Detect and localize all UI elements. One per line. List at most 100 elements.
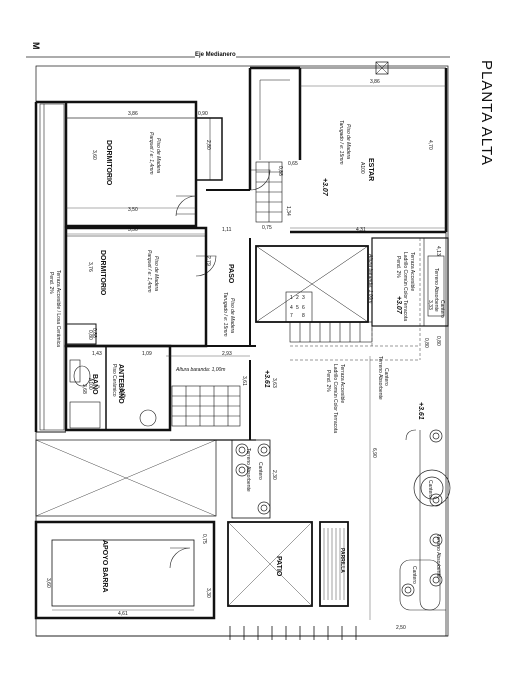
stair-number: 3 <box>302 295 305 301</box>
room-bano-code: A100 <box>87 378 93 390</box>
stair-treads-mid <box>289 321 373 343</box>
dim-label: 4,13 <box>435 246 441 256</box>
dim-label: 2,80 <box>205 140 211 150</box>
room-dormitorio-1-name: DORMITORIO <box>105 140 112 186</box>
dim-label: 3,86 <box>128 111 138 117</box>
baranda-label-1: Altura baranda: 1,00m <box>176 367 226 373</box>
stair-number: 2 <box>296 295 299 301</box>
dim-label: 1,43 <box>92 351 102 357</box>
stair-number: 4 <box>290 305 293 311</box>
dim-label: 2,93 <box>222 351 232 357</box>
dim-label: 2,50 <box>396 625 406 631</box>
room-estar-finish-1: Piso de Madera <box>345 124 351 160</box>
cantero-plants <box>235 429 451 597</box>
dim-label: 3,30 <box>205 588 211 598</box>
stair-number: 8 <box>302 313 305 319</box>
terrace-2-line-1: Terraza Accesible <box>409 252 415 292</box>
apoyo-barra-label: APOYO BARRA <box>101 540 108 593</box>
stair-upper <box>255 161 283 223</box>
stair-number: 5 <box>296 305 299 311</box>
hall-paso <box>205 68 252 346</box>
room-estar-level: +3.07 <box>321 178 328 196</box>
room-paso-name: PASO <box>227 264 234 284</box>
cantero-beds <box>399 429 446 611</box>
room-dormitorio-1-area: 3,60 <box>91 150 97 160</box>
stair-number: 7 <box>290 313 293 319</box>
dim-label: 0,80 <box>435 336 441 346</box>
cantero-label-1: Cantero <box>257 462 263 480</box>
dim-label: 0,75 <box>262 225 272 231</box>
terrace-3-line-1: Terraza Accesible <box>339 364 345 404</box>
terrace-1-line-1: Terraza Accesible / Losa Cerámica <box>55 270 61 347</box>
dim-label: 4,31 <box>356 227 366 233</box>
room-dormitorio-1-finish-1: Piso de Madera <box>155 138 161 174</box>
dim-label: 1,09 <box>142 351 152 357</box>
dim-label: 4,70 <box>427 140 433 150</box>
dim-label: 4,61 <box>118 611 128 617</box>
parrilla-area <box>319 521 349 607</box>
room-estar <box>250 61 448 234</box>
bottom-fence <box>36 626 448 640</box>
stair-lower <box>171 385 241 427</box>
terrace-right-walls <box>371 232 449 636</box>
dimension-lines <box>52 85 446 620</box>
dim-label: 0,75 <box>201 534 207 544</box>
room-estar-code: A100 <box>359 162 365 174</box>
room-estar-finish-2: Tarugado / e: 15mm <box>338 120 344 165</box>
room-dormitorio-1-finish-2: Parquet / e: 1,4mm <box>148 132 154 175</box>
dim-label: 1,11 <box>222 227 232 233</box>
room-dormitorio-2-finish-2: Parquet / e: 1,4mm <box>146 250 152 293</box>
dim-label: 0,80 <box>87 330 93 340</box>
room-estar-name: ESTAR <box>367 158 374 182</box>
corner-mark: M <box>31 42 41 50</box>
terrace-3-level: +3.61 <box>417 402 424 420</box>
room-antebano-code: A100 <box>119 388 125 400</box>
terreno-absorbente-label-3: Terreno Absorbente <box>433 268 439 312</box>
dim-label: 0,90 <box>198 111 208 117</box>
cantero-label-3: Cantero <box>439 300 445 318</box>
terreno-absorbente-label-4: Terreno Absorbente <box>435 534 441 578</box>
dim-label: 2,79 <box>205 256 211 266</box>
dim-label: 0,88 <box>277 166 283 176</box>
patio-label: PATIO <box>275 556 282 577</box>
dim-label: 3,50 <box>128 207 138 213</box>
cantero-label-2: Cantero <box>383 368 389 386</box>
patio-area <box>227 521 313 607</box>
terrace-1-line-2: Pend. 2% <box>48 272 54 294</box>
room-dormitorio-2-name: DORMITORIO <box>99 250 106 296</box>
dim-label: 3,86 <box>370 79 380 85</box>
terrace-2-line-2: Ladrillo Común Color Terracota <box>402 252 408 322</box>
terrace-left <box>39 103 65 431</box>
dim-label: 1,34 <box>285 206 291 216</box>
parrilla-label: PARRILLA <box>339 548 345 573</box>
room-dormitorio-2-area: 3,76 <box>87 262 93 272</box>
dim-label: 6,90 <box>371 448 377 458</box>
terrace-2-line-3: Pend. 2% <box>395 256 401 278</box>
lower-zone <box>35 439 271 519</box>
cantero-label-5: Cantero <box>411 566 417 584</box>
room-bano-area: 3,68 <box>81 384 87 394</box>
dim-label: 0,80 <box>423 338 429 348</box>
apoyo-barra-area <box>34 520 216 620</box>
dim-label: 3,60 <box>45 578 51 588</box>
stair-number: 6 <box>302 305 305 311</box>
room-antebano-finish: Piso Cerámico <box>111 364 117 397</box>
door-swings <box>169 169 271 569</box>
room-paso-finish-1: Piso de Madera <box>229 298 235 334</box>
dim-label: 0,65 <box>288 161 298 167</box>
baranda-label-2: Altura baranda: 1,00m <box>367 254 373 304</box>
room-dormitorio-2-finish-1: Piso de Madera <box>153 256 159 292</box>
terrace-2-level: +3.07 <box>395 296 402 314</box>
stair-number: 1 <box>290 295 293 301</box>
terrace-3-line-3: Pend. 2% <box>325 370 331 392</box>
party-wall-label: Eje Medianero <box>195 52 236 58</box>
dim-label: 2,30 <box>271 470 277 480</box>
room-paso-finish-2: Tarugado / e: 15mm <box>222 292 228 337</box>
cantero-label-4: Cantero <box>427 480 433 498</box>
terrace-3-line-2: Ladrillo Común Color Terracota <box>332 364 338 434</box>
dim-label: 3,63 <box>271 378 277 388</box>
dim-label: 3,33 <box>427 300 433 310</box>
